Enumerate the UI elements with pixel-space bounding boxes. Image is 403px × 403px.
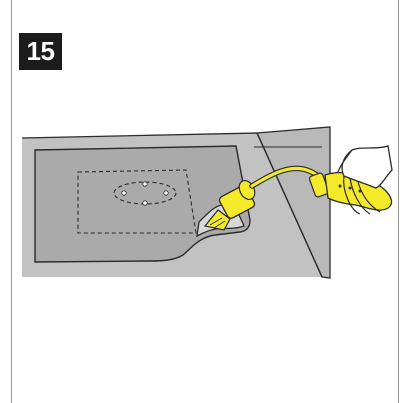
instruction-panel: 15 (0, 0, 403, 403)
welding-illustration (0, 0, 403, 403)
